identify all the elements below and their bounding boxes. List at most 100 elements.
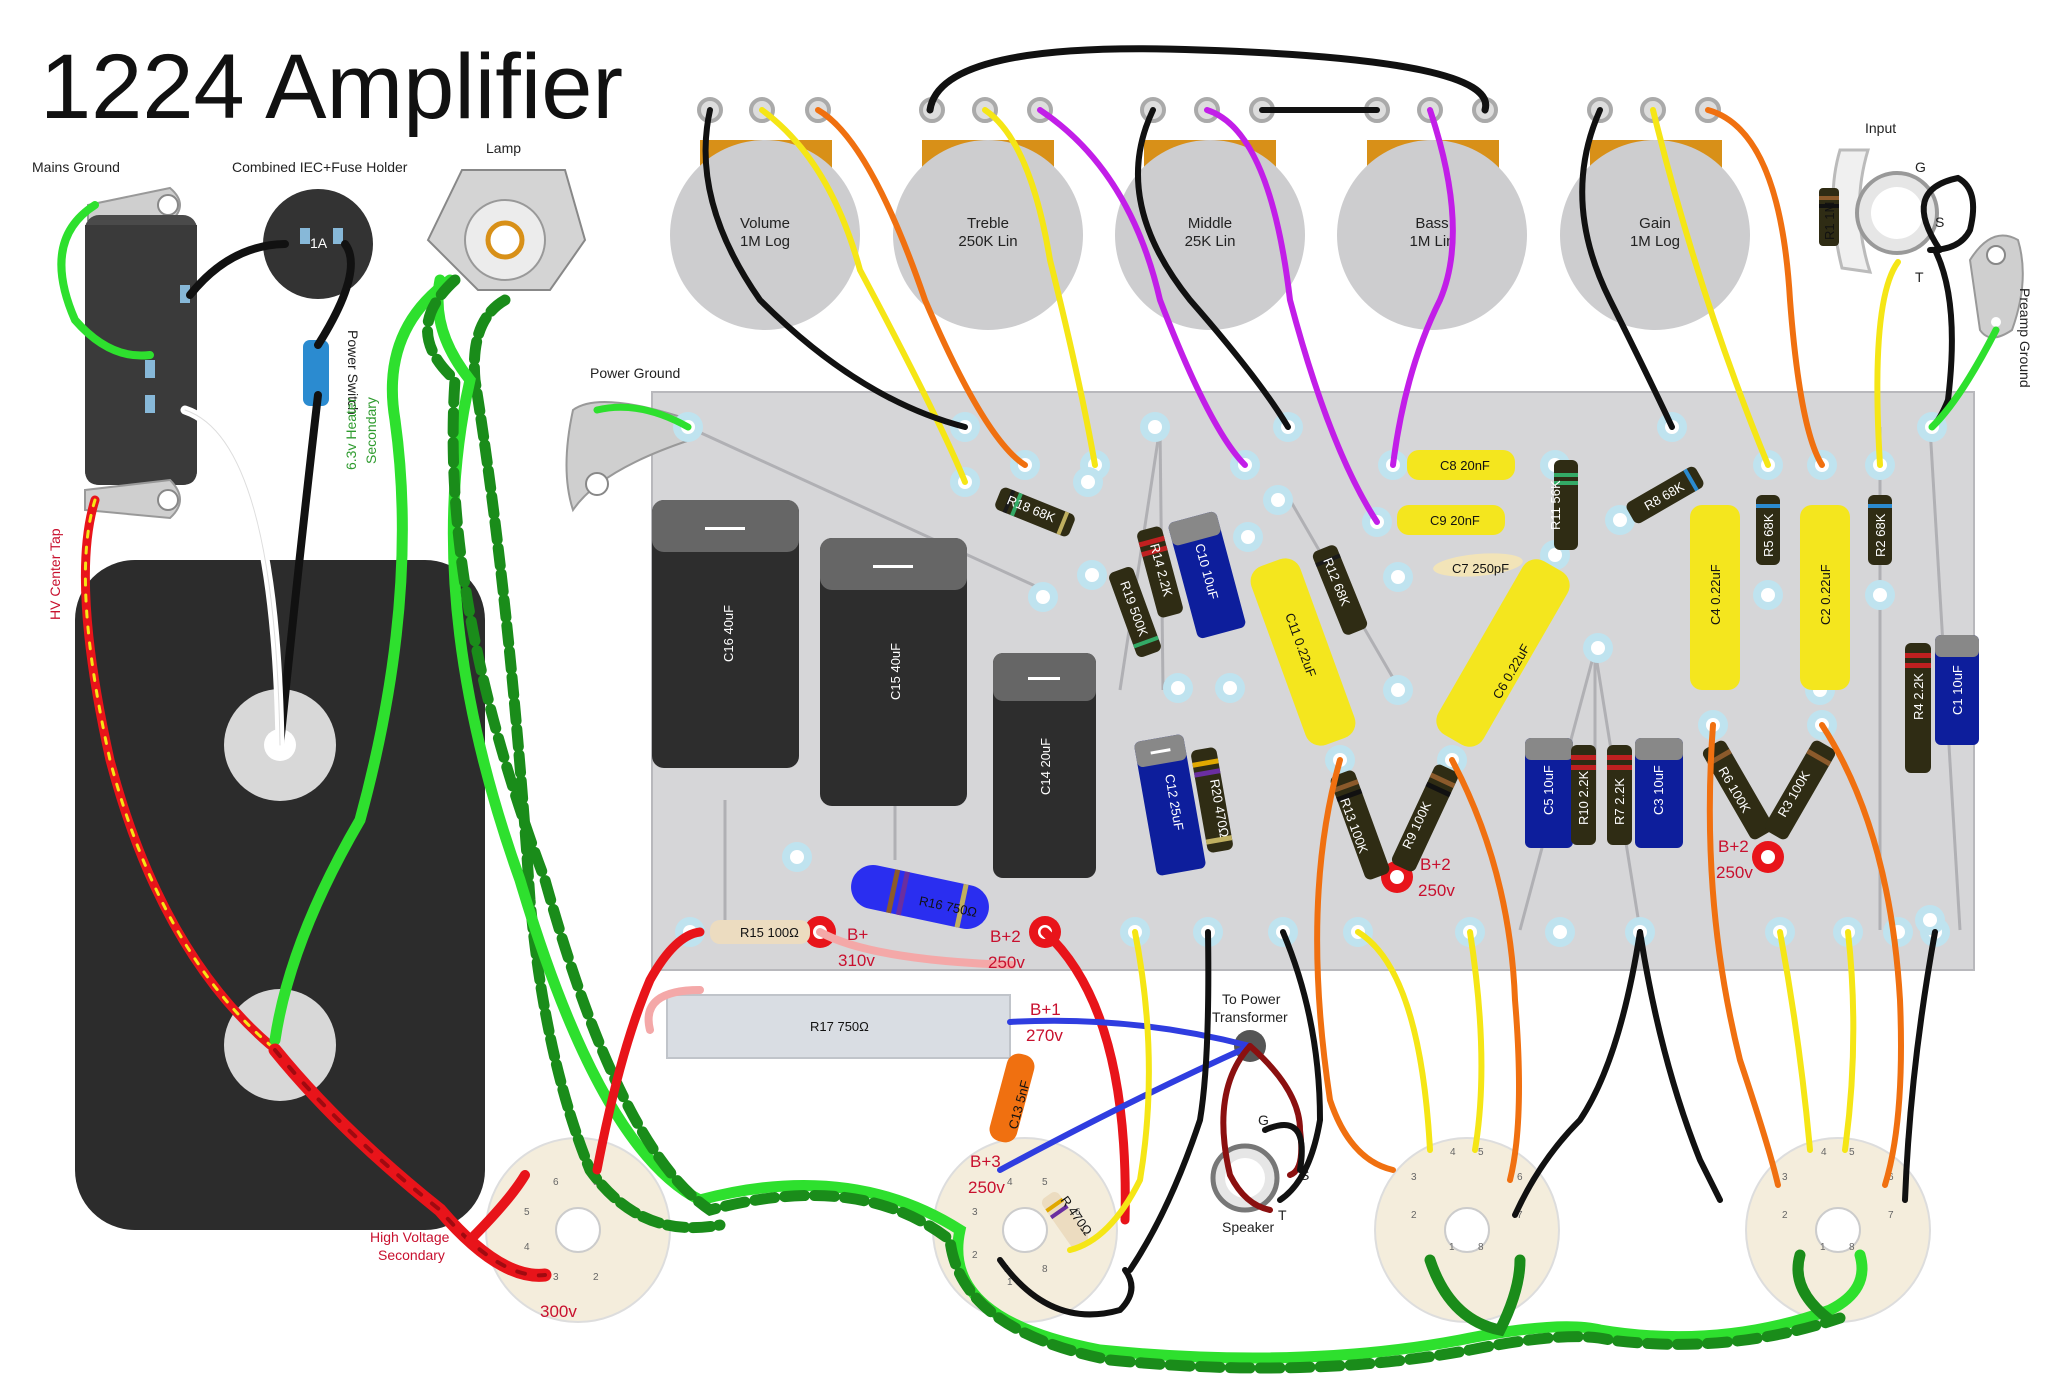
iec-fuse-holder: [84, 189, 373, 520]
wire-preA-cathode: [1512, 929, 1643, 1218]
hv-center-tap-label: HV Center Tap: [47, 528, 63, 620]
pot-middle-value: 25K Lin: [1185, 233, 1236, 250]
fuse-rating-label: 1A: [310, 235, 328, 251]
wire-preA-grid2: [1467, 929, 1485, 1153]
bplus3-volt: 250v: [968, 1178, 1005, 1197]
preB-pin-1: 1: [1820, 1242, 1826, 1253]
preA-pin-8: 8: [1478, 1242, 1484, 1253]
power-tube-socket: [932, 1137, 1118, 1323]
power-switch-label: Power Switch: [345, 330, 361, 415]
cap-c12: [1134, 734, 1206, 876]
rect-pin-6: 6: [553, 1177, 559, 1188]
wire-gain-top: [1705, 107, 1825, 468]
power-pin-4: 4: [1007, 1177, 1013, 1188]
c3-label: C3 10uF: [1651, 765, 1666, 815]
wire-heater-preamp-b: [1792, 1249, 1836, 1326]
cap-c3: [1635, 738, 1683, 848]
resistor-r12: [1312, 545, 1368, 635]
cap-c1: [1935, 635, 1979, 745]
wire-power-screen: [1277, 929, 1324, 1203]
resistor-r17: [666, 994, 1011, 1059]
r11-label: R11 56K: [1548, 480, 1563, 530]
c1-label: C1 10uF: [1950, 665, 1965, 715]
bplus2-c-volt: 250v: [1716, 863, 1753, 882]
to-pt-label-1: To Power: [1222, 991, 1281, 1007]
c2-label: C2 0.22uF: [1818, 564, 1833, 625]
wire-iec-fuse: [186, 240, 289, 299]
bplus2-c-label: B+2: [1718, 837, 1749, 856]
wire-heater-preamp-a: [1424, 1254, 1526, 1337]
cap-c9: [1397, 505, 1505, 535]
power-switch[interactable]: [303, 340, 329, 406]
wire-preA-cathode-b: [1637, 929, 1723, 1203]
speaker-label: Speaker: [1222, 1219, 1274, 1235]
wire-volume-ground: [702, 107, 968, 430]
preB-pin-7: 7: [1888, 1210, 1894, 1221]
preA-pin-6: 6: [1517, 1172, 1523, 1183]
wire-hv-center-tap-stripe: [83, 498, 272, 1047]
wire-input-tip: [1874, 259, 1901, 468]
cap-c11: [1250, 558, 1356, 746]
c8-label: C8 20nF: [1440, 458, 1490, 473]
heater-label-1: 6.3v Heater: [343, 397, 359, 470]
pot-volume[interactable]: Volume 1M Log: [670, 97, 860, 330]
wire-speaker-ground: [1262, 1122, 1305, 1173]
wire-heater-a: [269, 274, 456, 1046]
bplus2-a-label: B+2: [990, 927, 1021, 946]
speaker-jack-t: T: [1278, 1207, 1287, 1223]
bplus1-label: B+1: [1030, 1000, 1061, 1019]
preamp-ground-label: Preamp Ground: [2017, 288, 2033, 388]
resistor-r3: [1764, 740, 1836, 840]
input-jack[interactable]: [1819, 148, 1939, 274]
power-pin-2: 2: [972, 1250, 978, 1261]
wire-preA-plate1: [1314, 757, 1396, 1173]
wire-gain-wiper: [1650, 107, 1771, 468]
wire-hv-secondary-b: [465, 1170, 530, 1245]
wire-pt-blue-a: [1007, 1017, 1253, 1049]
cap-c5: [1525, 738, 1573, 848]
preamp-tube-socket-a: [1374, 1137, 1560, 1323]
power-pin-1: 1: [1007, 1277, 1013, 1288]
wire-volume-wiper: [759, 107, 968, 485]
bplus-volt: 310v: [838, 951, 875, 970]
wire-input-sleeve: [1920, 174, 1976, 253]
resistor-r14: [1137, 526, 1183, 618]
wiring: [57, 45, 2000, 1374]
bplus2-b-volt: 250v: [1418, 881, 1455, 900]
wire-bplus2-power: [1040, 927, 1130, 1225]
preA-pin-7: 7: [1517, 1210, 1523, 1221]
preA-pin-4: 4: [1450, 1147, 1456, 1158]
cap-c4: [1690, 505, 1740, 690]
preA-pin-3: 3: [1411, 1172, 1417, 1183]
to-pt-label-2: Transformer: [1212, 1009, 1288, 1025]
pot-gain-name: Gain: [1639, 215, 1671, 232]
hv-secondary-label-1: High Voltage: [370, 1229, 450, 1245]
wire-speaker-tip: [1220, 1043, 1273, 1213]
wire-middle-wiper: [1204, 107, 1380, 525]
resistor-r7: [1607, 745, 1632, 845]
bplus2-a-volt: 250v: [988, 953, 1025, 972]
wire-bplus-main: [592, 927, 705, 1175]
wire-heater-chain-b: [422, 274, 1846, 1374]
pot-gain[interactable]: Gain 1M Log: [1560, 97, 1750, 330]
bplus2-b-label: B+2: [1420, 855, 1451, 874]
wire-power-grid: [1067, 929, 1152, 1253]
pot-bass[interactable]: Bass 1M Lin: [1337, 97, 1527, 330]
resistor-r4: [1905, 643, 1931, 773]
iec-label: Combined IEC+Fuse Holder: [232, 159, 408, 175]
resistor-r2: [1868, 495, 1892, 565]
lamp-label: Lamp: [486, 140, 521, 156]
c15-label: C15 40uF: [888, 643, 903, 700]
heater-label-2: Secondary: [363, 397, 379, 464]
pot-middle-name: Middle: [1188, 215, 1232, 232]
c4-label: C4 0.22uF: [1708, 564, 1723, 625]
wire-volume-top: [815, 107, 1028, 468]
wire-preB-plate1: [1706, 722, 1781, 1188]
cap-c13: [989, 1053, 1035, 1143]
preB-pin-2: 2: [1782, 1210, 1788, 1221]
wire-preA-grid1: [1355, 929, 1433, 1153]
resistor-r15: [710, 920, 810, 944]
wire-power-ground: [997, 1257, 1135, 1318]
resistor-r13: [1330, 770, 1390, 880]
pot-bass-value: 1M Lin: [1409, 233, 1454, 250]
